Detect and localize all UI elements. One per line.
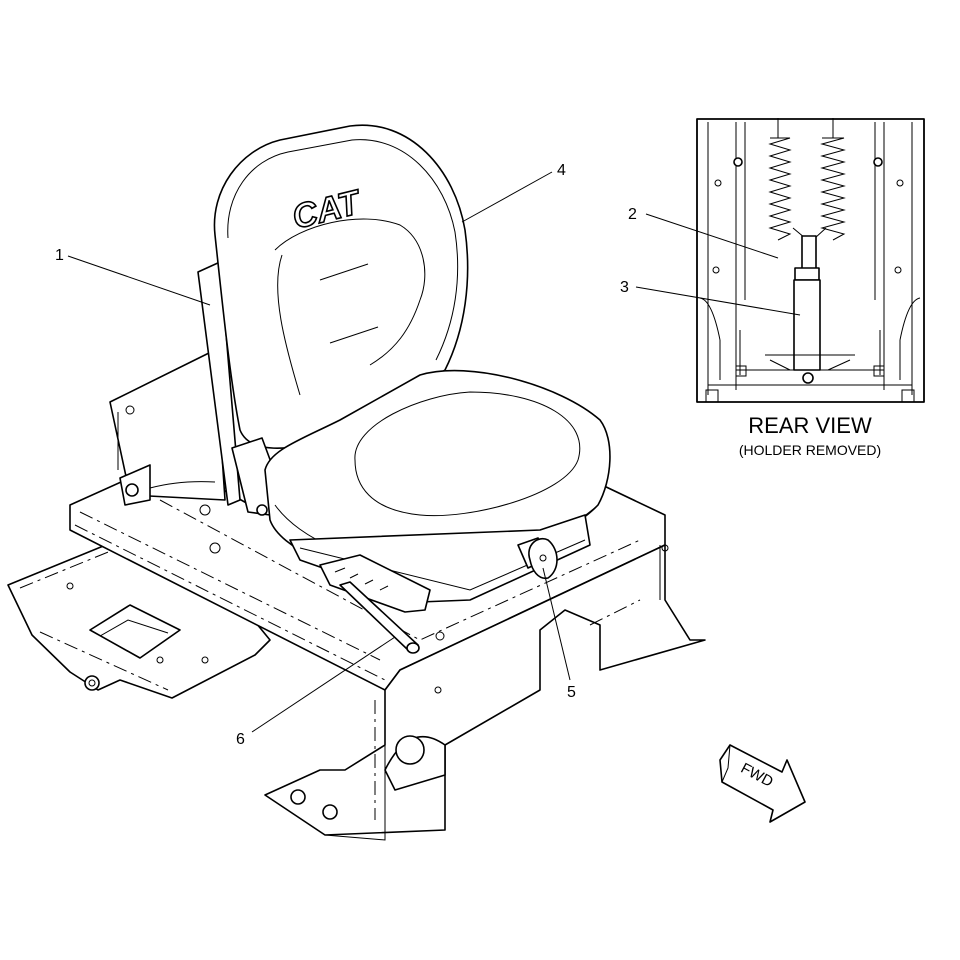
seat-backrest: CAT: [197, 124, 469, 506]
callout-6: 6: [236, 731, 245, 748]
rear-view-title: REAR VIEW: [748, 413, 872, 438]
callout-5: 5: [567, 684, 576, 701]
adjustment-lever: [319, 554, 431, 654]
seat-back-panel: [109, 349, 226, 506]
leader-2: [645, 213, 779, 259]
rear-view-subtitle: (HOLDER REMOVED): [739, 442, 881, 458]
callout-3: 3: [620, 279, 629, 296]
forward-direction-arrow: FWD: [719, 744, 806, 823]
callout-2: 2: [628, 206, 637, 223]
rear-view-inset: [696, 118, 925, 403]
callout-1: 1: [55, 247, 64, 264]
weight-adjust-knob: [517, 537, 558, 580]
leader-3: [635, 286, 801, 316]
callout-leaders: [67, 171, 801, 733]
leader-5: [542, 567, 571, 681]
callout-4: 4: [557, 162, 566, 179]
leader-4: [461, 171, 553, 223]
leader-6: [251, 636, 396, 733]
leader-1: [67, 255, 211, 306]
